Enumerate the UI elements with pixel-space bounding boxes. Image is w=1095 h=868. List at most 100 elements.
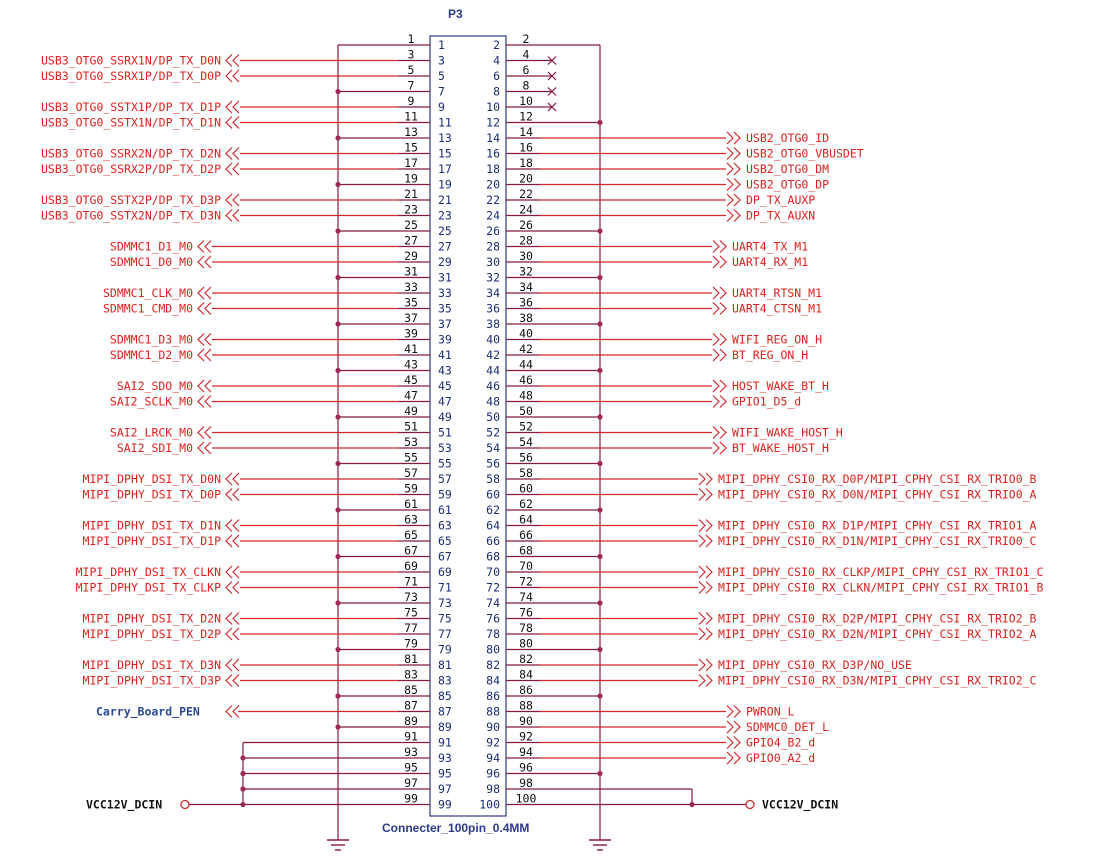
pin-number-inner: 84 [486, 674, 500, 688]
right-net-label: DP_TX_AUXN [746, 209, 815, 223]
left-net-label: MIPI_DPHY_DSI_TX_CLKN [76, 565, 221, 579]
connector-body [429, 35, 507, 817]
port-arrow-icon [726, 736, 741, 749]
left-net-label: SAI2_LRCK_M0 [110, 426, 193, 440]
junction-dot [335, 646, 341, 653]
pin-number-inner: 83 [438, 674, 452, 688]
pin-number-inner: 95 [438, 767, 452, 781]
pin-number-outer: 34 [519, 280, 533, 294]
left-net-label: SAI2_SDI_M0 [117, 441, 193, 455]
junction-dot [335, 600, 341, 606]
port-arrow-icon [225, 627, 240, 641]
pin-number-inner: 89 [438, 720, 452, 734]
right-net-label: MIPI_DPHY_CSI0_RX_D3P/NO_USE [718, 658, 912, 672]
port-arrow-icon [225, 100, 240, 114]
pin-number-inner: 87 [438, 705, 452, 719]
pin-number-outer: 78 [519, 621, 533, 635]
left-net-label: MIPI_DPHY_DSI_TX_D2P [83, 627, 222, 641]
port-arrow-icon [225, 209, 240, 222]
pin-number-inner: 16 [486, 147, 500, 161]
port-arrow-icon [712, 348, 727, 362]
port-arrow-icon [712, 302, 727, 315]
pin-number-inner: 54 [486, 441, 500, 455]
junction-dot [335, 135, 341, 141]
pin-number-outer: 92 [519, 730, 533, 744]
pin-number-inner: 19 [438, 178, 452, 192]
pin-number-inner: 56 [486, 457, 500, 471]
pin-number-inner: 23 [438, 209, 452, 223]
connector-ref: P3 [448, 7, 463, 21]
junction-dot [597, 367, 603, 374]
right-net-label: MIPI_DPHY_CSI0_RX_D1P/MIPI_CPHY_CSI_RX_T… [718, 519, 1037, 533]
right-net-label: UART4_RX_M1 [732, 255, 808, 269]
pin-number-outer: 57 [404, 466, 418, 480]
port-arrow-icon [726, 193, 741, 207]
port-arrow-icon [225, 705, 240, 718]
pin-number-inner: 45 [438, 379, 452, 393]
pin-number-outer: 81 [404, 652, 418, 666]
right-net-label: USB2_OTG0_VBUSDET [746, 147, 864, 161]
port-arrow-icon [225, 69, 240, 83]
left-net-label: SAI2_SCLK_M0 [110, 395, 193, 409]
pin-number-outer: 15 [404, 141, 418, 155]
pin-number-outer: 96 [519, 761, 533, 775]
pin-number-inner: 88 [486, 705, 500, 719]
pin-number-outer: 69 [404, 559, 418, 573]
pin-number-outer: 50 [519, 404, 533, 418]
pin-number-inner: 37 [438, 317, 452, 331]
junction-dot [597, 507, 603, 513]
pin-number-outer: 54 [519, 435, 533, 449]
pin-number-inner: 92 [486, 736, 500, 750]
left-net-label: MIPI_DPHY_DSI_TX_D2N [83, 612, 222, 626]
port-arrow-icon [225, 116, 240, 129]
junction-dot [597, 321, 603, 327]
pin-number-outer: 19 [404, 172, 418, 186]
pin-number-outer: 61 [404, 497, 418, 511]
pin-number-inner: 20 [486, 178, 500, 192]
left-net-label: USB3_OTG0_SSTX1N/DP_TX_D1N [41, 116, 221, 130]
pin-number-inner: 82 [486, 658, 500, 672]
pin-number-inner: 96 [486, 767, 500, 781]
pin-number-outer: 31 [404, 265, 418, 279]
port-arrow-icon [712, 379, 727, 393]
pin-number-outer: 23 [404, 203, 418, 217]
pin-number-inner: 46 [486, 379, 500, 393]
port-arrow-icon [197, 348, 212, 362]
pin-number-inner: 18 [486, 162, 500, 176]
pin-number-inner: 91 [438, 736, 452, 750]
port-arrow-icon [225, 534, 240, 548]
pin-number-inner: 99 [438, 798, 452, 812]
pin-number-outer: 14 [519, 125, 533, 139]
no-connect-icon [540, 71, 557, 81]
junction-dot [335, 88, 341, 95]
pin-number-inner: 100 [479, 798, 500, 812]
right-net-label: MIPI_DPHY_CSI0_RX_D1N/MIPI_CPHY_CSI_RX_T… [718, 534, 1037, 548]
port-arrow-icon [698, 565, 713, 579]
port-arrow-icon [197, 286, 212, 300]
right-net-label: USB2_OTG0_DP [746, 178, 829, 192]
pin-number-outer: 85 [404, 683, 418, 697]
left-net-label: MIPI_DPHY_DSI_TX_D0N [83, 472, 222, 486]
pin-number-inner: 79 [438, 643, 452, 657]
right-net-label: MIPI_DPHY_CSI0_RX_D2P/MIPI_CPHY_CSI_RX_T… [718, 612, 1037, 626]
left-net-label: SDMMC1_D3_M0 [110, 333, 193, 347]
pin-number-inner: 80 [486, 643, 500, 657]
pin-number-inner: 61 [438, 503, 452, 517]
left-net-label: SAI2_SDO_M0 [117, 379, 193, 393]
junction-dot [335, 507, 341, 513]
right-net-label: BT_REG_ON_H [732, 348, 808, 362]
port-arrow-icon [712, 240, 727, 253]
pin-number-inner: 35 [438, 302, 452, 316]
pin-number-outer: 9 [408, 94, 415, 108]
port-arrow-icon [225, 612, 240, 625]
port-arrow-icon [698, 627, 713, 641]
port-arrow-icon [712, 395, 727, 408]
pin-number-inner: 4 [493, 54, 500, 68]
pin-number-outer: 66 [519, 528, 533, 542]
pin-number-inner: 67 [438, 550, 452, 564]
pin-number-outer: 12 [519, 110, 533, 124]
pin-number-inner: 27 [438, 240, 452, 254]
port-arrow-icon [726, 147, 741, 160]
right-net-label: HOST_WAKE_BT_H [732, 379, 829, 393]
